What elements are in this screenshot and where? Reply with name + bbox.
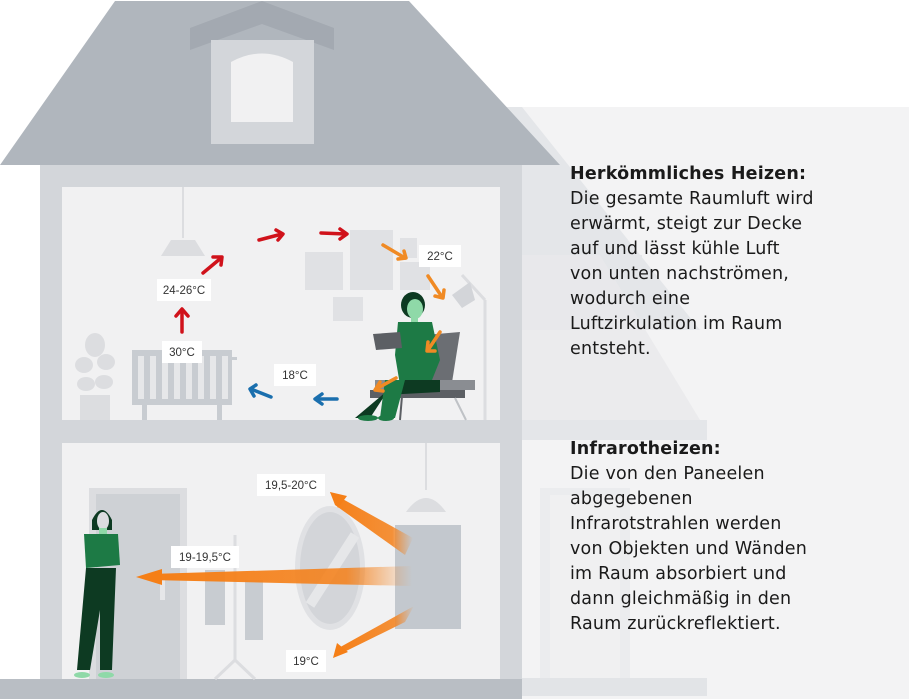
- picture-frame: [305, 252, 343, 290]
- infrared-ray-lower: [335, 606, 414, 655]
- pendant-lamp: [406, 498, 446, 512]
- ground: [0, 679, 522, 699]
- description-line: Raum zurückreflektiert.: [570, 614, 781, 634]
- door-handle: [160, 575, 165, 600]
- svg-text:30°C: 30°C: [169, 347, 195, 359]
- temp-label-upper-ray: 19,5-20°C: [257, 474, 325, 496]
- picture-frame: [333, 297, 363, 321]
- arrowhead-middle: [136, 569, 162, 585]
- infrared-rays: [136, 492, 414, 658]
- tablet: [373, 332, 402, 350]
- warm-air-arrow: [319, 227, 349, 241]
- svg-text:19-19,5°C: 19-19,5°C: [179, 552, 231, 564]
- description-line: Die gesamte Raumluft wird: [570, 189, 814, 209]
- temp-label-floor: 18°C: [274, 364, 316, 386]
- description-line: entsteht.: [570, 339, 651, 359]
- floor-lamp: [452, 282, 475, 308]
- conventional-heating-description: Herkömmliches Heizen: Die gesamte Raumlu…: [570, 162, 814, 362]
- svg-text:18°C: 18°C: [282, 370, 308, 382]
- conventional-heating-heading: Herkömmliches Heizen:: [570, 164, 807, 184]
- svg-text:22°C: 22°C: [427, 251, 453, 263]
- arrowhead-upper: [330, 492, 347, 508]
- arrowhead-lower: [333, 643, 348, 658]
- temp-label-lower-ray: 19°C: [286, 650, 326, 672]
- background-house: [490, 107, 909, 699]
- description-line: erwärmt, steigt zur Decke: [570, 214, 803, 234]
- ceiling-lamp: [161, 240, 205, 256]
- description-line: dann gleichmäßig in den: [570, 589, 792, 609]
- dormer-window: [231, 53, 293, 122]
- temp-label-middle-ray: 19-19,5°C: [171, 546, 239, 568]
- air-circulation-arrows: [174, 227, 446, 406]
- dormer-roof: [190, 1, 334, 50]
- plant-pot: [80, 395, 110, 420]
- transition-air-arrow: [426, 274, 446, 300]
- warm-air-arrow: [174, 307, 190, 334]
- description-line: Luftzirkulation im Raum: [570, 314, 783, 334]
- svg-text:24-26°C: 24-26°C: [163, 285, 205, 297]
- standing-person: [74, 510, 120, 678]
- description-line: Infrarotstrahlen werden: [570, 514, 782, 534]
- temp-label-ceiling: 24-26°C: [157, 279, 211, 301]
- transition-air-arrow: [381, 243, 408, 261]
- description-line: Die von den Paneelen: [570, 464, 765, 484]
- warm-air-arrow: [201, 255, 224, 275]
- upper-room-decor: [75, 187, 487, 421]
- description-line: von Objekten und Wänden: [570, 539, 808, 559]
- seated-person: [355, 292, 440, 421]
- description-line: wodurch eine: [570, 289, 691, 309]
- temp-label-radiator: 30°C: [162, 341, 202, 363]
- description-line: abgegebenen: [570, 489, 693, 509]
- infrared-heating-heading: Infrarotheizen:: [570, 439, 721, 459]
- cool-air-arrow: [313, 392, 339, 406]
- infrared-heating-description: Infrarotheizen: Die von den Paneelen abg…: [570, 437, 807, 637]
- warm-air-arrow: [257, 228, 285, 242]
- svg-text:19,5-20°C: 19,5-20°C: [265, 480, 317, 492]
- transition-air-arrow: [425, 330, 442, 353]
- description-line: im Raum absorbiert und: [570, 564, 787, 584]
- picture-frame: [350, 230, 393, 290]
- svg-text:19°C: 19°C: [293, 656, 319, 668]
- description-line: auf und lässt kühle Luft: [570, 239, 780, 259]
- description-line: von unten nachströmen,: [570, 264, 790, 284]
- infrared-ray-middle: [150, 566, 412, 586]
- transition-air-arrow: [373, 376, 398, 393]
- cool-air-arrow: [248, 383, 273, 399]
- temp-label-far-wall: 22°C: [419, 245, 461, 267]
- infrared-ray-upper: [330, 492, 413, 555]
